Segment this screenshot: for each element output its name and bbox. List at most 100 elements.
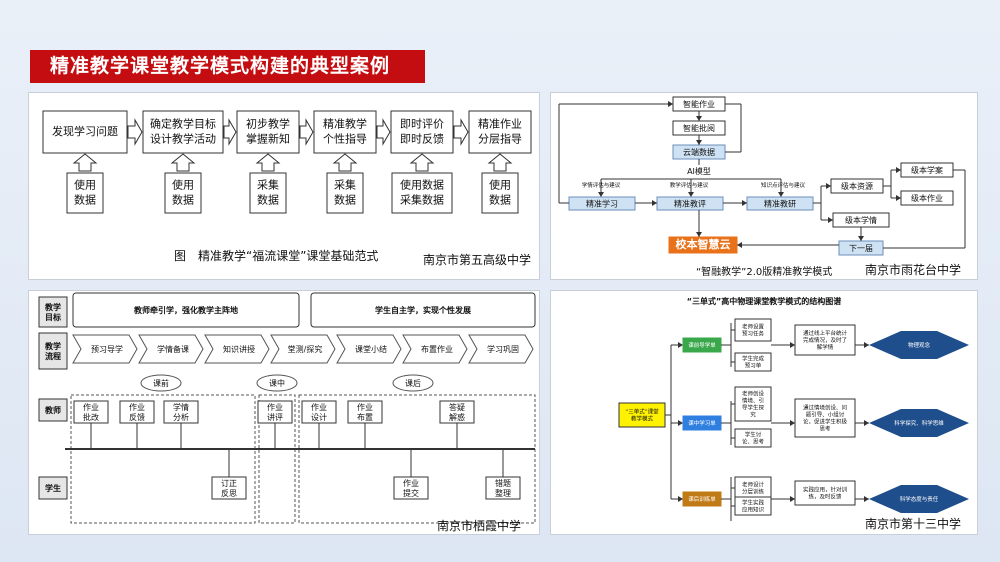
node-ai-model: AI模型 [687, 166, 711, 176]
phase-1-label: 课前 [153, 378, 169, 388]
teacher-box-3-label: 老师设计分层训练 [742, 480, 765, 495]
edge-label-learning: 学情评估与建议 [582, 181, 621, 189]
teacher-item-2-label: 作业反馈 [129, 402, 145, 422]
teacher-item-1-label: 作业批改 [83, 402, 99, 422]
teacher-item-4-label: 作业讲评 [267, 402, 283, 422]
branch-3-label: 课后训练单 [688, 495, 716, 503]
outcome-2-label: 科学探究、科学思维 [894, 419, 944, 427]
phase-3-label: 课后 [405, 378, 421, 388]
outcome-1 [869, 331, 969, 359]
node-school-plan-label: 级本学案 [911, 165, 943, 175]
school-name-5th: 南京市第五高级中学 [423, 253, 532, 267]
goal-teacher-label: 教师牵引学，强化教学主阵地 [133, 305, 238, 315]
flow-step-5 [336, 334, 402, 364]
flow-step-4-label: 堂测/探究 [288, 344, 323, 354]
student-box-2-label: 学生讨论、思考 [742, 430, 765, 445]
flow-step-2 [138, 334, 204, 364]
teacher-box-2 [734, 386, 772, 422]
panel-qixia: 教学目标教学流程教师学生教师牵引学，强化教学主阵地学生自主学，实现个性发展预习导… [28, 290, 540, 535]
arrow-learn-teach [652, 200, 657, 206]
goal-student [310, 292, 536, 328]
row-label-1-label: 教学目标 [44, 302, 61, 322]
desc-arrow-2 [790, 420, 795, 426]
flow-step-4 [270, 334, 336, 364]
data-input-6 [481, 172, 519, 214]
student-item-2-label: 作业提交 [403, 478, 419, 498]
node-campus-cloud-label: 校本智慧云 [676, 237, 731, 251]
student-item-3-label: 错题整理 [495, 478, 511, 498]
school-name-qixia: 南京市栖霞中学 [437, 519, 522, 533]
node-cloud-data-label: 云端数据 [683, 147, 715, 157]
data-input-4-label: 采集数据 [334, 178, 356, 207]
arrow-teach-research [742, 200, 747, 206]
row-label-4-label: 学生 [45, 483, 61, 493]
step-arrow-1 [127, 118, 143, 146]
node-school-learning-label: 级本学情 [845, 215, 877, 225]
out-arrow-1 [864, 342, 869, 348]
desc-box-3-label: 实践应用，针对训练，及时反馈 [803, 485, 848, 500]
smart-teaching-diagram: 智能作业智能批阅云端数据AI模型学情评估与建议教学评估与建议知识点评估与建议精准… [558, 96, 966, 256]
input-arrow-1 [72, 153, 98, 172]
outcome-3 [869, 485, 969, 513]
branch-arrow-3 [678, 496, 683, 502]
teacher-box-1 [734, 318, 772, 342]
data-input-3 [249, 172, 287, 214]
input-arrow-5 [409, 153, 435, 172]
row-label-3 [38, 398, 68, 422]
desc-arrow-3 [790, 496, 795, 502]
teacher-item-6-label: 作业布置 [357, 402, 373, 422]
arrow-eval-0 [598, 192, 604, 197]
paradigm-step-3-label: 初步教学掌握新知 [246, 117, 290, 146]
step-arrow-5 [453, 118, 469, 146]
zone-before [70, 394, 256, 524]
paradigm-step-4-label: 精准教学个性指导 [323, 117, 367, 146]
mode-caption: “智融教学”2.0版精准教学模式 [696, 267, 833, 278]
school-name-yuhuatai: 南京市雨花台中学 [865, 263, 962, 277]
step-arrow-4 [376, 118, 391, 146]
arrow-next-cloud [737, 242, 742, 248]
data-input-4 [326, 172, 364, 214]
root-box-label: “三单式”课堂教学模式 [625, 407, 659, 422]
edge-label-knowledge: 知识点评估与建议 [761, 181, 806, 189]
flow-step-6 [402, 334, 468, 364]
three-list-diagram: “三单式”高中物理课堂教学模式的结构图谱“三单式”课堂教学模式课前导学单课中学习… [618, 296, 969, 521]
arrow-grading-cloud [696, 140, 702, 145]
data-input-1 [66, 172, 104, 214]
outcome-2 [869, 409, 969, 437]
paradigm-step-3 [236, 110, 300, 154]
step-arrow-3 [299, 118, 314, 146]
phase-2-label: 课中 [269, 378, 285, 388]
flow-step-3 [204, 334, 270, 364]
phase-2 [256, 374, 298, 392]
data-input-2 [164, 172, 202, 214]
arrow-learning-next [858, 236, 864, 241]
panel-13th: “三单式”高中物理课堂教学模式的结构图谱“三单式”课堂教学模式课前导学单课中学习… [550, 290, 978, 535]
flow-step-6-label: 布置作业 [421, 344, 453, 354]
paradigm-step-6 [468, 110, 532, 154]
node-smart-grading-label: 智能批阅 [683, 123, 715, 133]
flow-step-7 [468, 334, 534, 364]
goal-student-label: 学生自主学，实现个性发展 [375, 305, 471, 315]
paradigm-step-5-label: 即时评价即时反馈 [400, 118, 444, 146]
zone-during [258, 394, 296, 524]
node-school-resources-label: 级本资源 [841, 181, 873, 191]
out-arrow-2 [864, 420, 869, 426]
teacher-box-1-label: 老师设置预习任务 [742, 322, 765, 337]
input-arrow-2 [170, 153, 196, 172]
row-label-4 [38, 476, 68, 500]
flow-step-3-label: 知识讲授 [223, 344, 255, 354]
paradigm-step-5 [390, 110, 454, 154]
paradigm-step-4 [313, 110, 377, 154]
diagram4-title: “三单式”高中物理课堂教学模式的结构图谱 [687, 296, 842, 306]
zone-after [298, 394, 536, 524]
flow-step-1 [72, 334, 138, 364]
input-arrow-6 [487, 153, 513, 172]
teacher-item-3-label: 学情分析 [173, 402, 189, 422]
row-label-2 [38, 332, 68, 370]
data-input-5 [391, 172, 453, 214]
data-input-3-label: 采集数据 [257, 178, 279, 207]
desc-box-1-label: 通过线上平台统计完成情况，及时了解学情 [803, 329, 848, 351]
row-label-2-label: 教学流程 [44, 341, 61, 361]
row-label-1 [38, 296, 68, 328]
flow-step-2-label: 学情备课 [157, 344, 189, 354]
